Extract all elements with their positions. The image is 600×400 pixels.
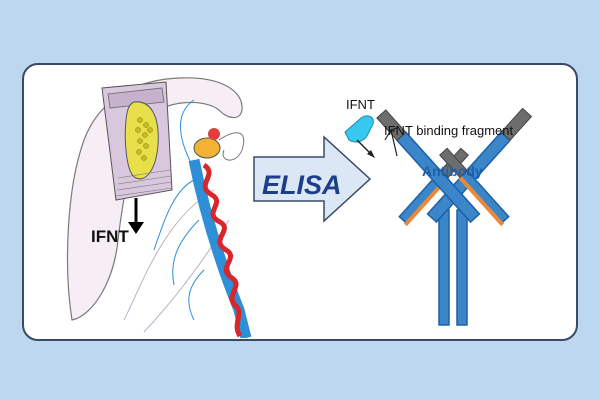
- uterus-illustration: [66, 77, 252, 338]
- binding-fragment-label: IFNT binding fragment: [384, 123, 514, 138]
- right-arrow-icon: [253, 135, 372, 223]
- ifnt-secretion-label: IFNT: [91, 227, 129, 246]
- elisa-label: ELISA: [262, 170, 342, 200]
- antibody-label: Antibody: [422, 163, 483, 179]
- antibody-icon: [344, 107, 533, 326]
- ifnt-molecule-label: IFNT: [346, 97, 375, 112]
- figure-panel: IFNT ELISA: [22, 63, 578, 341]
